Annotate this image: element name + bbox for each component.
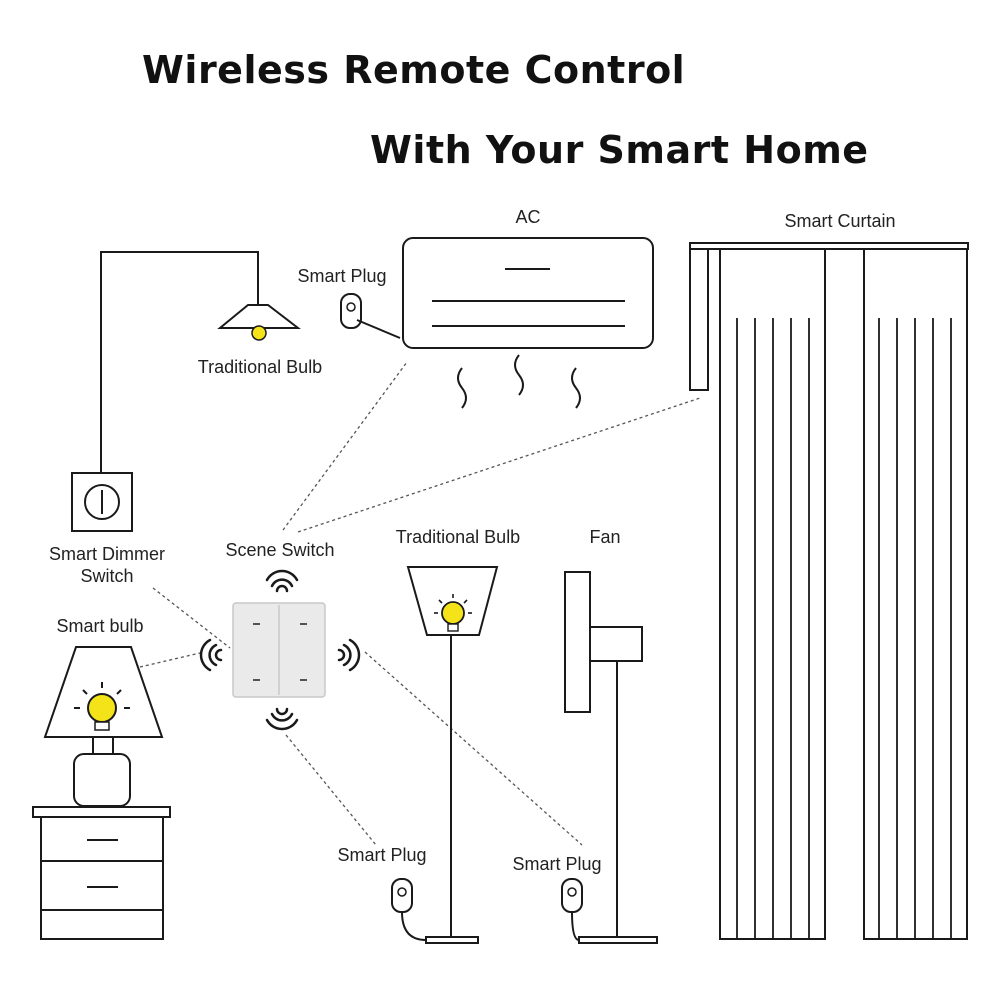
label-smart-plug-fan: Smart Plug	[512, 854, 602, 874]
label-smart-plug-lamp: Smart Plug	[337, 845, 427, 865]
ac-unit	[402, 237, 654, 409]
power-plug-icon	[561, 878, 583, 941]
dimmer-wire	[100, 251, 259, 472]
dimmer-knob-icon	[71, 472, 133, 532]
label-traditional-bulb-floor: Traditional Bulb	[395, 527, 521, 547]
power-plug-icon	[340, 293, 401, 339]
ceiling-lamp	[217, 304, 301, 341]
power-plug-icon	[391, 878, 427, 941]
label-smart-curtain: Smart Curtain	[784, 211, 896, 231]
heading-line-1: Wireless Remote Control	[142, 48, 686, 92]
label-smart-dimmer-switch: Smart Dimmer Switch	[32, 543, 182, 587]
fan	[564, 571, 658, 944]
light-bulb-icon	[251, 325, 267, 341]
label-smart-plug-ac: Smart Plug	[297, 266, 387, 286]
light-bulb-icon	[74, 682, 130, 731]
wireless-links	[139, 361, 701, 846]
label-traditional-bulb-ceiling: Traditional Bulb	[197, 357, 323, 377]
label-fan: Fan	[589, 527, 621, 547]
table-lamp	[43, 646, 164, 807]
heading-line-2: With Your Smart Home	[370, 128, 869, 172]
label-smart-dimmer-line-2: Switch	[80, 566, 134, 586]
nightstand	[32, 806, 171, 940]
floor-lamp	[406, 566, 499, 944]
label-scene-switch: Scene Switch	[225, 540, 335, 560]
label-smart-dimmer-line-1: Smart Dimmer	[49, 544, 165, 564]
light-bulb-icon	[434, 594, 472, 632]
scene-switch-panel	[232, 602, 326, 698]
label-ac: AC	[515, 207, 541, 227]
smart-curtain	[689, 242, 969, 940]
label-smart-bulb: Smart bulb	[56, 616, 144, 636]
wifi-signal-icon	[199, 569, 361, 731]
